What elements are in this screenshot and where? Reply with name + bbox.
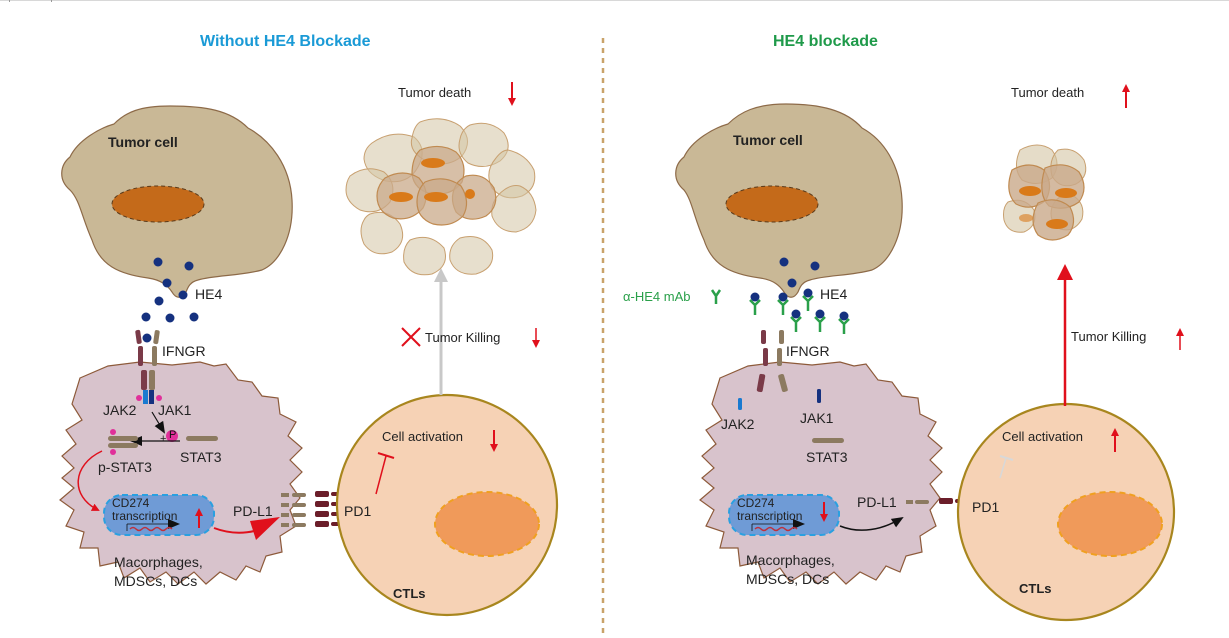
antibody-complex (802, 288, 814, 311)
antibody-complex (838, 311, 850, 334)
pstat3-bar (108, 443, 138, 448)
top-tick (9, 0, 10, 2)
panel-title-left: Without HE4 Blockade (200, 33, 371, 50)
myeloid-label-line1-right: Macorphages, (746, 552, 835, 568)
cell-activation-label-right: Cell activation (1002, 429, 1083, 444)
pdl1-expression-arrow (839, 516, 904, 531)
tumor-killing-label-right: Tumor Killing (1071, 329, 1147, 344)
pstat3-to-cd274-arrow (77, 450, 103, 511)
tumor-death-label-right: Tumor death (1011, 85, 1085, 100)
antibody-complex (777, 292, 789, 315)
top-tick (51, 0, 52, 2)
jak1-label-left: JAK1 (158, 402, 192, 418)
phospho-circle-left (166, 430, 178, 442)
ifngr-receptor-left (135, 329, 162, 404)
pd1-label-right: PD1 (972, 499, 1000, 515)
tumor-nucleus-right (725, 185, 819, 223)
he4-molecules-right (779, 257, 820, 288)
ctl-label-right: CTLs (1019, 581, 1052, 596)
cd274-label-right: CD274 (737, 496, 775, 510)
phospho-label-left: P (169, 429, 177, 441)
pdl1-upregulation-arrow (250, 517, 280, 540)
ifngr-label-right: IFNGR (786, 343, 830, 359)
he4-dot (154, 296, 164, 306)
phospho-plus-left: + (160, 433, 167, 445)
stat3-label-left: STAT3 (180, 449, 222, 465)
cell-activation-label-left: Cell activation (382, 429, 463, 444)
tumor-nucleus-left (111, 185, 205, 223)
antibody-label: α-HE4 mAb (623, 289, 691, 304)
jak1-right (817, 389, 821, 403)
myeloid-label-line2-left: MDSCs, DCs (114, 573, 198, 589)
he4-dot (165, 313, 175, 323)
cd274-box-left (103, 494, 215, 536)
antibody-icon (710, 289, 722, 304)
myeloid-label-line1-left: Macorphages, (114, 554, 203, 570)
antibody-complex (790, 309, 802, 332)
antibody-complex (814, 309, 826, 332)
antibody-he4-complexes (749, 288, 850, 334)
tumor-cluster-right-nuclei (1019, 186, 1077, 229)
inhibition-bar-left (377, 452, 395, 459)
antibody-complex (749, 292, 761, 315)
pd1-label-left: PD1 (344, 503, 372, 519)
ifngr-label-left: IFNGR (162, 343, 206, 359)
tumor-cell-label-right: Tumor cell (733, 132, 803, 148)
transcription-label-left: transcription (112, 509, 178, 523)
he4-dot (184, 261, 194, 271)
he4-label-right: HE4 (820, 286, 848, 302)
ctl-nucleus-left (434, 491, 540, 557)
jak2-label-right: JAK2 (721, 416, 755, 432)
inhibition-line-left (375, 455, 387, 495)
stat3-bar-left (186, 436, 218, 441)
blocked-x-icon (401, 327, 421, 347)
stat3-bar-right (812, 438, 844, 443)
transcription-label-right: transcription (737, 509, 803, 523)
myeloid-cell-left (59, 361, 303, 585)
pstat3-bar (108, 436, 138, 441)
pdl1-label-right: PD-L1 (857, 494, 897, 510)
stat3-label-right: STAT3 (806, 449, 848, 465)
myeloid-label-line2-right: MDSCs, DCs (746, 571, 830, 587)
jak1-label-right: JAK1 (800, 410, 834, 426)
ctl-label-left: CTLs (393, 586, 426, 601)
jak2-label-left: JAK2 (103, 402, 137, 418)
ifngr-receptor-right (756, 330, 788, 393)
he4-dot (141, 312, 151, 322)
cd274-box-right (728, 494, 840, 536)
he4-dot (153, 257, 163, 267)
jak-phosphorylation-arrow (151, 411, 166, 434)
tumor-cluster-left-core (376, 145, 497, 226)
dna-strand-left (129, 526, 173, 532)
panel-title-right: HE4 blockade (773, 33, 878, 50)
he4-molecules-left (141, 257, 199, 343)
jak2-right (738, 398, 742, 410)
he4-dot (162, 278, 172, 288)
he4-dot (178, 290, 188, 300)
inhibition-bar-right (999, 455, 1014, 461)
pdl1-label-left: PD-L1 (233, 503, 273, 519)
tumor-cell-label-left: Tumor cell (108, 134, 178, 150)
tumor-killing-label-left: Tumor Killing (425, 330, 501, 345)
dna-strand-right (754, 526, 798, 532)
top-border (0, 0, 1229, 1)
tumor-death-label-left: Tumor death (398, 85, 472, 100)
inhibition-line-right (999, 457, 1007, 479)
he4-dot (810, 261, 820, 271)
he4-dot (779, 257, 789, 267)
tumor-cluster-left-nuclei (389, 158, 475, 202)
ctl-nucleus-right (1057, 491, 1163, 557)
he4-dot (142, 333, 152, 343)
he4-dot (787, 278, 797, 288)
he4-dot (189, 312, 199, 322)
he4-label-left: HE4 (195, 286, 223, 302)
pstat3-label: p-STAT3 (98, 459, 152, 475)
cd274-label-left: CD274 (112, 496, 150, 510)
